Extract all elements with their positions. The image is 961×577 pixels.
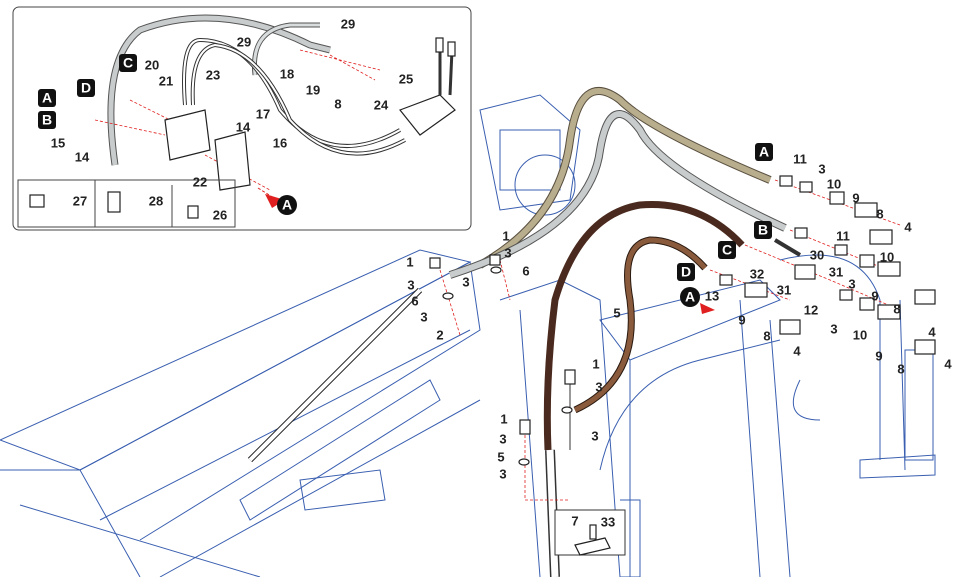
callout: 32 (750, 266, 764, 281)
callout: 9 (875, 348, 882, 363)
callout: 27 (73, 193, 87, 208)
svg-text:C: C (722, 242, 732, 258)
inset-badge-a: A (38, 89, 56, 107)
callout: 1 (500, 411, 507, 426)
callout: 16 (273, 135, 287, 150)
callout: 23 (206, 67, 220, 82)
callout: 3 (462, 274, 469, 289)
callout: 3 (504, 245, 511, 260)
callout: 12 (804, 302, 818, 317)
callout: 2 (436, 327, 443, 342)
inset-panel (12, 6, 715, 314)
callout: 6 (411, 293, 418, 308)
main-callouts: 11 3 10 9 8 4 11 10 30 31 32 31 3 13 9 9… (406, 151, 952, 529)
inset-badge-c: C (119, 54, 137, 72)
callout: 11 (836, 228, 850, 243)
callout: 5 (613, 305, 620, 320)
callout: 22 (193, 174, 207, 189)
callout: 3 (407, 277, 414, 292)
main-badge-a: A (755, 143, 773, 161)
callout: 29 (341, 16, 355, 31)
callout: 3 (499, 466, 506, 481)
callout: 6 (522, 263, 529, 278)
hoses (448, 87, 787, 451)
main-badge-d: D (677, 263, 695, 281)
main-circle-a: A (680, 287, 700, 307)
svg-text:A: A (42, 90, 52, 106)
callout: 3 (830, 321, 837, 336)
callout: 14 (75, 149, 90, 164)
callout: 4 (928, 324, 936, 339)
callout: 17 (256, 106, 270, 121)
svg-text:B: B (758, 222, 768, 238)
svg-text:A: A (685, 289, 695, 305)
badge-markers: C D A B A A B C D A (38, 54, 773, 307)
callout: 4 (904, 219, 912, 234)
fittings (709, 175, 936, 355)
callout: 3 (848, 276, 855, 291)
callout: 3 (499, 431, 506, 446)
callout: 20 (145, 57, 159, 72)
callout: 8 (893, 301, 900, 316)
callout: 31 (777, 282, 791, 297)
callout: 11 (793, 151, 807, 166)
callout: 30 (810, 247, 824, 262)
callout: 33 (601, 514, 615, 529)
callout: 19 (306, 82, 320, 97)
callout: 28 (149, 193, 163, 208)
callout: 1 (502, 228, 509, 243)
callout: 14 (236, 119, 251, 134)
callout: 9 (852, 190, 859, 205)
callout: 4 (793, 343, 801, 358)
callout: 3 (595, 379, 602, 394)
inset-badge-b: B (38, 111, 56, 129)
inset-circle-a: A (277, 195, 297, 215)
svg-text:A: A (282, 197, 292, 213)
callout: 21 (159, 73, 173, 88)
cylinder-fittings (247, 254, 576, 577)
callout: 3 (591, 428, 598, 443)
callout: 1 (406, 254, 413, 269)
callout: 7 (571, 513, 578, 528)
callout: 10 (827, 176, 841, 191)
callout: 9 (871, 288, 878, 303)
svg-text:A: A (759, 144, 769, 160)
callout: 24 (374, 97, 389, 112)
main-badge-b: B (754, 221, 772, 239)
svg-text:D: D (81, 80, 91, 96)
callout: 25 (399, 71, 413, 86)
inset-callouts: 29 29 20 21 23 18 19 8 25 24 17 14 16 15… (51, 16, 413, 222)
callout: 9 (738, 312, 745, 327)
callout: 4 (944, 356, 952, 371)
svg-text:B: B (42, 112, 52, 128)
svg-text:D: D (681, 264, 691, 280)
callout: 5 (497, 449, 504, 464)
callout: 15 (51, 135, 65, 150)
detail-box-7-33 (554, 509, 626, 556)
main-badge-c: C (718, 241, 736, 259)
callout: 3 (818, 161, 825, 176)
callout: 18 (280, 66, 294, 81)
callout: 10 (880, 249, 894, 264)
callout: 8 (334, 96, 341, 111)
callout: 31 (829, 264, 843, 279)
callout: 13 (705, 288, 719, 303)
callout: 1 (592, 356, 599, 371)
inset-badge-d: D (77, 79, 95, 97)
callout: 8 (876, 206, 883, 221)
callout: 26 (213, 207, 227, 222)
callout: 8 (763, 328, 770, 343)
callout: 29 (237, 34, 251, 49)
callout: 3 (420, 309, 427, 324)
callout: 10 (853, 327, 867, 342)
callout: 8 (897, 361, 904, 376)
svg-text:C: C (123, 55, 133, 71)
